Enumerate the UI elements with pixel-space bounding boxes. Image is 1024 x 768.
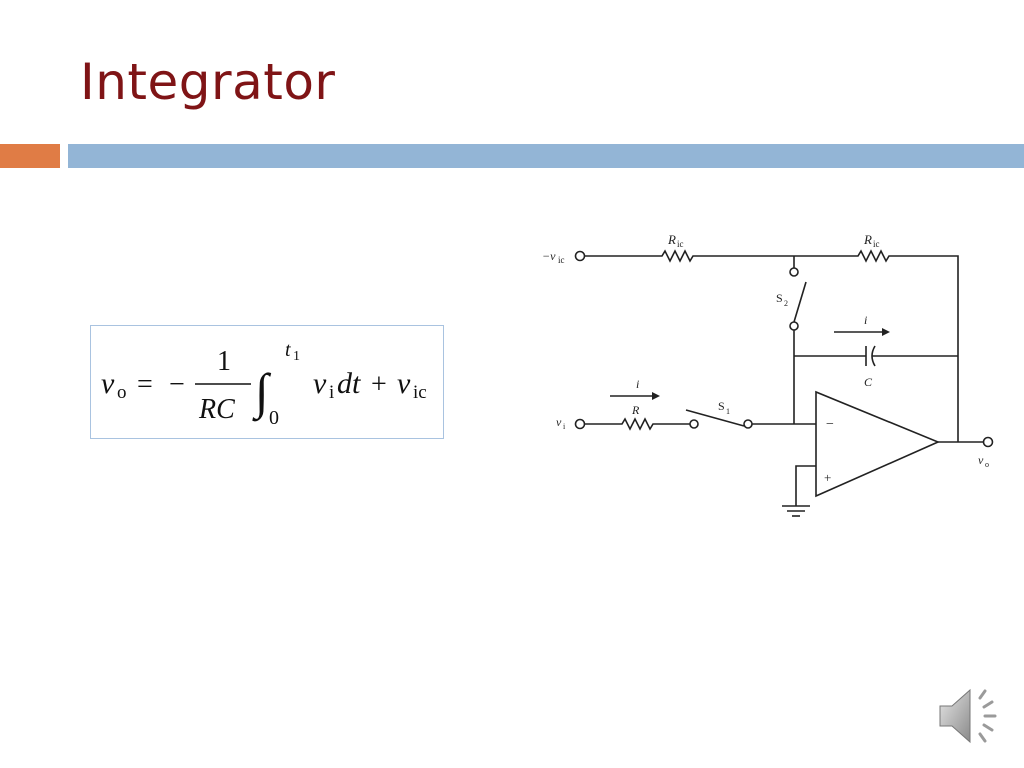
neg-vic-terminal bbox=[574, 250, 586, 262]
capacitor-plate-2 bbox=[871, 345, 876, 367]
formula-vi: v bbox=[313, 367, 327, 400]
integral-upper: t bbox=[285, 339, 291, 361]
formula-equals: = bbox=[137, 369, 153, 400]
formula-minus: − bbox=[169, 369, 185, 400]
s1-contact-left bbox=[689, 419, 699, 429]
slide-title: Integrator bbox=[80, 53, 336, 111]
formula-vi-sub: i bbox=[329, 382, 334, 403]
formula-plus: + bbox=[371, 369, 387, 400]
accent-bar bbox=[0, 144, 60, 168]
vi-label: v bbox=[556, 415, 562, 429]
formula-vic-sub: ic bbox=[413, 382, 427, 403]
input-wire bbox=[584, 417, 690, 431]
r-ic-2-label: R bbox=[863, 232, 872, 247]
vo-sub: o bbox=[985, 460, 989, 469]
r-ic-2-sub: ic bbox=[873, 239, 880, 249]
s1-blade bbox=[685, 409, 745, 427]
current-arrow-input-head bbox=[652, 392, 660, 400]
s1-sub: 1 bbox=[726, 407, 730, 416]
integral-sign: ∫ bbox=[252, 363, 272, 422]
header-bar bbox=[68, 144, 1024, 168]
neg-vic-label-sub: ic bbox=[558, 255, 565, 265]
r-label: R bbox=[631, 403, 640, 417]
ground-wire bbox=[795, 465, 816, 506]
op-amp bbox=[815, 390, 941, 498]
s2-contact-top bbox=[789, 267, 799, 277]
speaker-icon[interactable] bbox=[934, 680, 1006, 752]
vo-label: v bbox=[978, 453, 984, 467]
integral-upper-sub: 1 bbox=[293, 349, 300, 364]
s1-label: S bbox=[718, 399, 725, 413]
formula-numerator: 1 bbox=[217, 346, 231, 377]
vi-sub: i bbox=[563, 422, 566, 431]
top-wire bbox=[584, 249, 959, 442]
current-arrow-top-head bbox=[882, 328, 890, 336]
vi-terminal bbox=[574, 418, 586, 430]
s2-label: S bbox=[776, 291, 783, 305]
s2-sub: 2 bbox=[784, 299, 788, 308]
formula-denominator: RC bbox=[198, 394, 235, 425]
r-ic-1-sub: ic bbox=[677, 239, 684, 249]
capacitor-label: C bbox=[864, 375, 873, 389]
op-amp-minus: − bbox=[826, 417, 834, 432]
integral-lower: 0 bbox=[269, 407, 279, 429]
formula-vic: v bbox=[397, 367, 411, 400]
s1-contact-right bbox=[743, 419, 753, 429]
i-input-label: i bbox=[636, 377, 639, 391]
s2-blade bbox=[793, 281, 807, 323]
r-ic-1-label: R bbox=[667, 232, 676, 247]
neg-vic-label: −v bbox=[542, 249, 556, 263]
op-amp-plus: + bbox=[824, 470, 831, 485]
integrator-circuit: −v ic R ic R ic S 2 C i v i S 1 i R − + … bbox=[542, 232, 994, 517]
formula-vo-sub: o bbox=[117, 382, 127, 403]
vo-terminal bbox=[982, 436, 994, 448]
s2-contact-bottom bbox=[789, 321, 799, 331]
integrator-formula: v o = − 1 RC ∫ t 1 0 v i dt + v ic bbox=[90, 325, 444, 439]
i-top-label: i bbox=[864, 313, 867, 327]
formula-dt: dt bbox=[337, 367, 361, 400]
formula-vo: v bbox=[101, 367, 115, 400]
